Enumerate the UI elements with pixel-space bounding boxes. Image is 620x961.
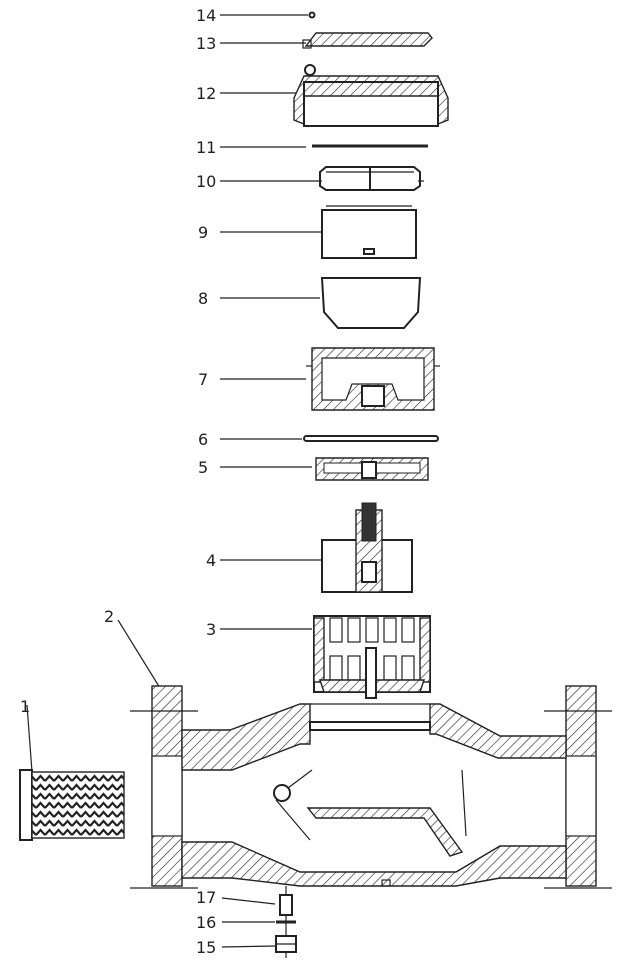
part-13-lid [302,32,433,49]
part-12-cover [293,64,449,127]
part-3-housing [313,615,431,699]
drain-plug-assembly [275,886,297,958]
part-17-plug [279,894,293,916]
callout-12: 12 [196,84,216,103]
callout-15: 15 [196,938,216,957]
callout-labels: 14 13 12 11 10 9 8 7 6 5 4 3 2 1 17 16 1… [20,6,216,957]
part-2-body [130,685,612,889]
callout-1: 1 [20,697,30,716]
callout-4: 4 [206,551,216,570]
callout-10: 10 [196,172,216,191]
part-7-chamber-cup [306,347,440,411]
callout-2: 2 [104,607,114,626]
part-14-seal [308,11,316,19]
callout-11: 11 [196,138,216,157]
part-9-register [321,205,417,259]
callout-8: 8 [198,289,208,308]
callout-7: 7 [198,370,208,389]
part-8-insert [320,277,422,329]
callout-17: 17 [196,888,216,907]
callout-14: 14 [196,6,216,25]
part-6-o-ring [303,435,439,442]
callout-13: 13 [196,34,216,53]
callout-6: 6 [198,430,208,449]
part-1-strainer [19,769,125,841]
callout-9: 9 [198,223,208,242]
part-4-impeller [321,502,413,593]
callout-3: 3 [206,620,216,639]
leader-lines [26,14,322,948]
callout-16: 16 [196,913,216,932]
part-10-ring [316,166,424,191]
callout-5: 5 [198,458,208,477]
part-5-plate [315,457,429,481]
